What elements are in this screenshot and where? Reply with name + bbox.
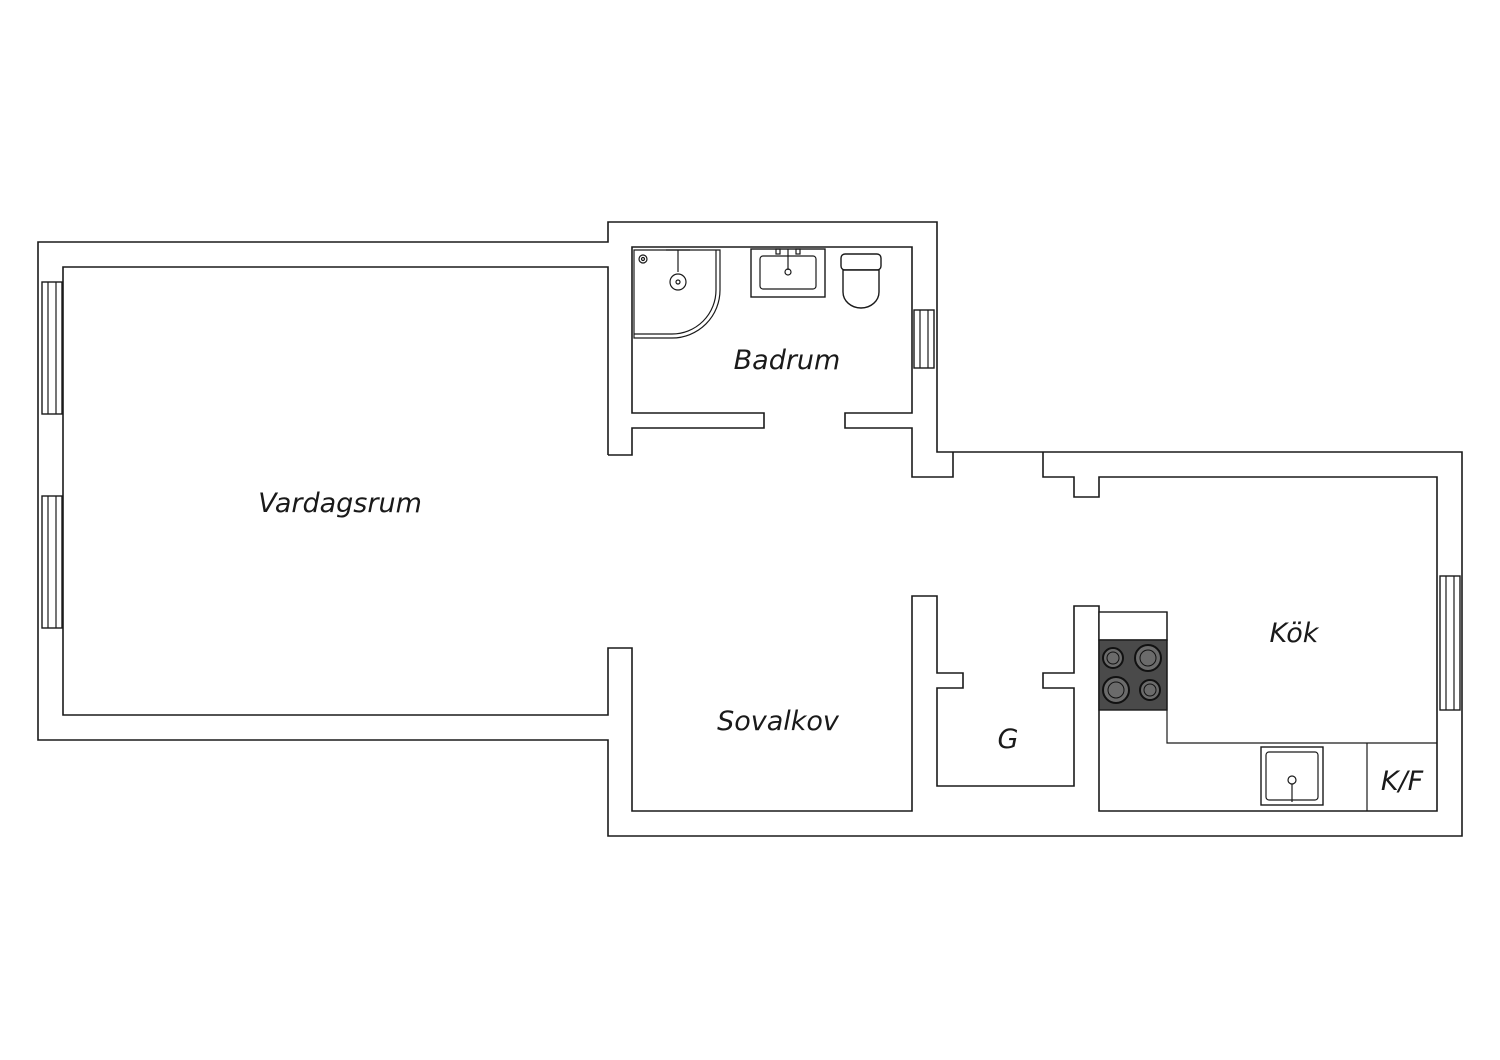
toilet-icon xyxy=(840,253,882,309)
room-label-kyl-frys: K/F xyxy=(1381,766,1424,797)
bathroom-wall xyxy=(608,246,954,478)
kitchen-counter xyxy=(1166,612,1437,744)
stove-icon xyxy=(1098,611,1168,711)
room-label-vardagsrum: Vardagsrum xyxy=(258,488,422,519)
room-label-garderob: G xyxy=(998,724,1019,755)
living-room-wall xyxy=(62,266,1438,812)
room-label-kok: Kök xyxy=(1270,618,1320,649)
outer-wall xyxy=(37,221,1463,837)
bathroom-sink-icon xyxy=(750,248,826,298)
window-living-upper xyxy=(41,281,63,415)
window-living-lower xyxy=(41,495,63,629)
window-kitchen xyxy=(1439,575,1461,711)
room-label-sovalkov: Sovalkov xyxy=(717,706,840,737)
kitchen-sink-icon xyxy=(1260,746,1324,806)
room-label-badrum: Badrum xyxy=(734,345,841,376)
shower-icon xyxy=(633,249,721,339)
window-bathroom xyxy=(913,309,935,369)
